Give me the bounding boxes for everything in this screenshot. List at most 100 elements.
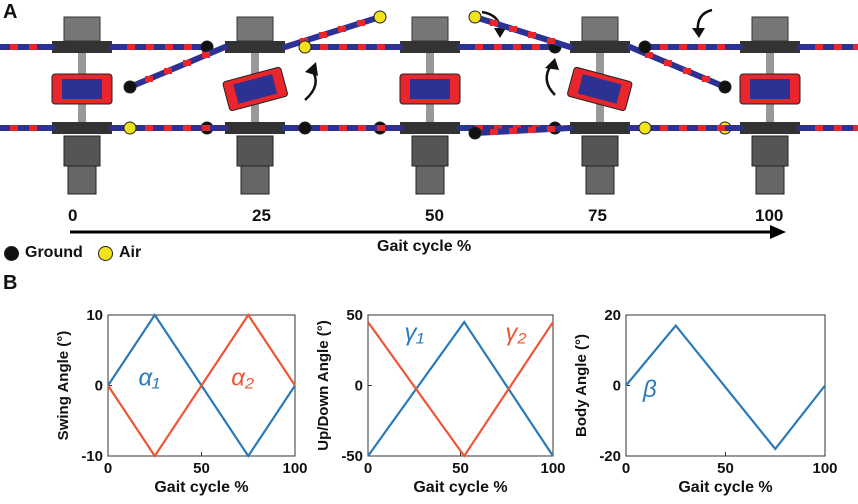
body-module — [399, 73, 461, 105]
top-left-arm-foot-dot — [298, 40, 312, 54]
rotation-arrowhead-icon — [692, 28, 705, 38]
rotation-arrowhead-icon — [545, 58, 559, 70]
x-tick-label: 50 — [452, 460, 469, 477]
robot-pose-2 — [298, 10, 562, 195]
legend-air: Air — [98, 244, 141, 262]
y-axis-label: Body Angle (°) — [573, 334, 590, 437]
bottom-left-arm-segment — [679, 125, 687, 131]
air-dot-icon — [98, 245, 113, 261]
legend-air-label: Air — [119, 244, 142, 261]
top-left-arm-segment — [490, 20, 498, 26]
bottom-base — [67, 165, 97, 195]
top-left-arm-segment — [698, 44, 706, 50]
bottom-left-arm-segment — [377, 125, 385, 131]
body-module — [222, 66, 288, 112]
top-plate — [225, 41, 285, 53]
y-tick-label: 20 — [604, 307, 621, 324]
bottom-right-arm-segment — [853, 125, 858, 131]
bottom-left-arm-segment — [29, 125, 37, 131]
bottom-left-arm-segment — [320, 125, 328, 131]
y-axis-label: Swing Angle (°) — [55, 331, 72, 441]
bottom-right-arm-segment — [815, 125, 823, 131]
top-left-arm — [472, 14, 573, 50]
series-line-0 — [367, 320, 554, 457]
bottom-left-arm-segment — [145, 125, 153, 131]
bottom-motor — [236, 135, 274, 167]
panel-a-label: A — [3, 1, 18, 23]
robot-pose-4 — [638, 8, 858, 195]
top-left-arm-segment — [377, 44, 385, 50]
gait-tick-75: 75 — [588, 206, 607, 225]
top-motor — [751, 16, 789, 42]
gait-tick-25: 25 — [252, 206, 271, 225]
top-right-arm-segment — [683, 68, 691, 74]
bottom-right-arm-segment — [494, 125, 502, 131]
robot-pose-3 — [468, 10, 732, 195]
robot-gait-illustration — [0, 8, 858, 195]
bottom-base — [585, 165, 615, 195]
top-left-arm-foot-dot — [638, 40, 652, 54]
bottom-left-arm-segment — [660, 125, 668, 131]
top-left-arm-segment — [164, 68, 172, 74]
series-line-0 — [625, 323, 826, 451]
top-right-arm-segment — [146, 44, 154, 50]
top-right-arm — [282, 14, 383, 50]
top-right-arm-segment — [475, 44, 483, 50]
bottom-left-arm-foot-dot — [638, 121, 652, 135]
robot-pose-0 — [0, 16, 214, 195]
x-tick-label: 50 — [193, 460, 210, 477]
top-right-arm-segment — [494, 44, 502, 50]
body-core — [233, 74, 278, 104]
series-label-0: γ₁ — [404, 319, 424, 346]
bottom-plate — [400, 122, 460, 134]
bottom-base — [755, 165, 785, 195]
bottom-left-arm-segment — [698, 125, 706, 131]
gait-tick-100: 100 — [755, 206, 784, 225]
top-left-arm-segment — [358, 44, 366, 50]
bottom-left-arm-segment — [717, 125, 725, 131]
bottom-motor — [411, 135, 449, 167]
bottom-motor — [581, 135, 619, 167]
top-left-arm-foot-dot — [123, 80, 137, 94]
bottom-left-arm-segment — [547, 126, 555, 132]
ground-dot-icon — [4, 245, 19, 261]
bottom-left-arm-segment — [509, 128, 517, 134]
y-axis-label: Up/Down Angle (°) — [315, 320, 332, 450]
bottom-left-arm-segment — [528, 127, 536, 133]
bottom-left-arm-segment — [183, 125, 191, 131]
top-right-arm-segment — [853, 44, 858, 50]
top-left-arm-foot-dot — [468, 10, 482, 24]
top-right-arm-segment — [357, 20, 365, 26]
y-tick-label: 50 — [346, 307, 363, 324]
x-tick-label: 0 — [364, 460, 372, 477]
top-left-arm-segment — [339, 44, 347, 50]
bottom-plate — [740, 122, 800, 134]
x-axis-label: Gait cycle % — [678, 479, 772, 496]
body-module — [739, 73, 801, 105]
top-left-arm-segment — [145, 76, 153, 82]
top-plate — [570, 41, 630, 53]
gait-tick-0: 0 — [68, 206, 78, 225]
top-left-arm-segment — [509, 26, 517, 32]
series-line-1 — [367, 321, 554, 458]
top-motor — [411, 16, 449, 42]
top-right-arm-segment — [834, 44, 842, 50]
top-motor — [581, 16, 619, 42]
top-right-arm-foot-dot — [718, 80, 732, 94]
top-right-arm-segment — [165, 44, 173, 50]
top-left-arm-segment — [547, 38, 555, 44]
series-line-1 — [107, 313, 296, 458]
top-left-arm-segment — [183, 60, 191, 66]
y-tick-label: -20 — [599, 448, 621, 465]
bottom-right-arm-segment — [834, 125, 842, 131]
series-label-0: β — [642, 376, 657, 403]
bottom-left-arm-segment — [202, 125, 210, 131]
top-plate — [52, 41, 112, 53]
bottom-base — [240, 165, 270, 195]
panel-b-label: B — [3, 272, 18, 294]
x-tick-label: 50 — [717, 460, 734, 477]
bottom-left-arm-segment — [490, 129, 498, 135]
